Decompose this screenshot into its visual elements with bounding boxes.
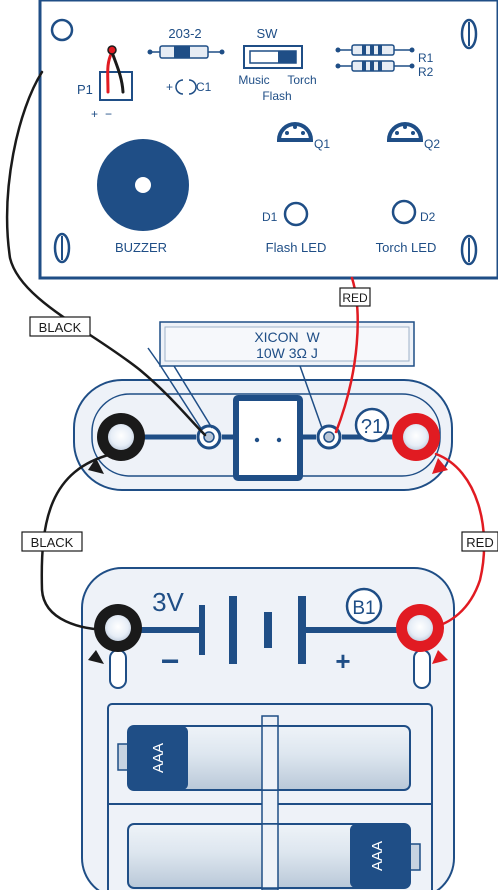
p1-label: P1 bbox=[77, 82, 93, 97]
svg-text:+: + bbox=[91, 107, 98, 121]
svg-text:−: − bbox=[105, 107, 112, 121]
speaker-label-line2: 10W 3Ω J bbox=[256, 345, 318, 361]
aaa-cell-1: AAA bbox=[117, 725, 411, 791]
wire-label-red-top: RED bbox=[339, 287, 371, 307]
aaa-cell-2: AAA bbox=[127, 823, 421, 889]
svg-text:BLACK: BLACK bbox=[31, 535, 74, 550]
wire-label-black-mid: BLACK bbox=[21, 531, 83, 552]
red-clip-battery bbox=[396, 604, 448, 664]
svg-text:D1: D1 bbox=[262, 210, 278, 224]
transistor-q2 bbox=[386, 122, 424, 142]
svg-text:D2: D2 bbox=[420, 210, 436, 224]
speaker-base: ?1 bbox=[73, 379, 453, 491]
svg-text:Q1: Q1 bbox=[314, 137, 330, 151]
battery-minus: − bbox=[161, 643, 180, 679]
battery-id-badge bbox=[345, 587, 383, 625]
capacitor-c1-symbol bbox=[175, 79, 184, 95]
switch-label: SW bbox=[257, 26, 279, 41]
svg-text:Torch: Torch bbox=[287, 73, 316, 87]
battery-symbol bbox=[138, 596, 400, 664]
battery-voltage: 3V bbox=[152, 587, 184, 617]
svg-text:R2: R2 bbox=[418, 65, 434, 79]
battery-holder: 3V − + B1 AAA AAA bbox=[81, 567, 455, 895]
svg-text:RED: RED bbox=[466, 535, 493, 550]
flash-led bbox=[283, 201, 309, 227]
torch-led bbox=[391, 199, 417, 225]
speaker-label-card: XICON W 10W 3Ω J bbox=[147, 321, 415, 431]
speaker-id: ?1 bbox=[361, 416, 383, 438]
buzzer-label: BUZZER bbox=[115, 240, 167, 255]
battery-plus: + bbox=[335, 646, 350, 676]
svg-text:BLACK: BLACK bbox=[39, 320, 82, 335]
flash-led-label: Flash LED bbox=[266, 240, 327, 255]
battery-id: B1 bbox=[352, 598, 375, 619]
svg-text:+: + bbox=[166, 80, 173, 94]
transistor-q1 bbox=[276, 122, 314, 142]
cell-2-label: AAA bbox=[369, 841, 386, 871]
svg-text:Flash: Flash bbox=[262, 89, 291, 103]
c1-label: C1 bbox=[196, 80, 212, 94]
black-clip-speaker bbox=[88, 413, 145, 474]
wire-label-red-mid: RED bbox=[461, 531, 498, 552]
black-clip-battery bbox=[88, 604, 142, 664]
torch-led-label: Torch LED bbox=[376, 240, 437, 255]
speaker-id-badge bbox=[354, 407, 390, 443]
svg-text:R1: R1 bbox=[418, 51, 434, 65]
svg-text:Q2: Q2 bbox=[424, 137, 440, 151]
p1-connector bbox=[99, 71, 133, 101]
resistor-r2 bbox=[335, 60, 415, 72]
resistor-value: 203-2 bbox=[168, 26, 201, 41]
pcb-board: P1 + − 203-2 + C1 SW Music Torch Flash bbox=[38, 0, 498, 280]
speaker-box bbox=[233, 395, 303, 481]
svg-text:RED: RED bbox=[342, 291, 368, 305]
speaker-label-line1: XICON W bbox=[254, 329, 320, 345]
svg-text:Music: Music bbox=[238, 73, 269, 87]
wire-label-black-top: BLACK bbox=[29, 316, 91, 337]
resistor-r1 bbox=[335, 44, 415, 56]
red-clip-speaker bbox=[392, 413, 448, 474]
cell-1-label: AAA bbox=[150, 743, 167, 773]
